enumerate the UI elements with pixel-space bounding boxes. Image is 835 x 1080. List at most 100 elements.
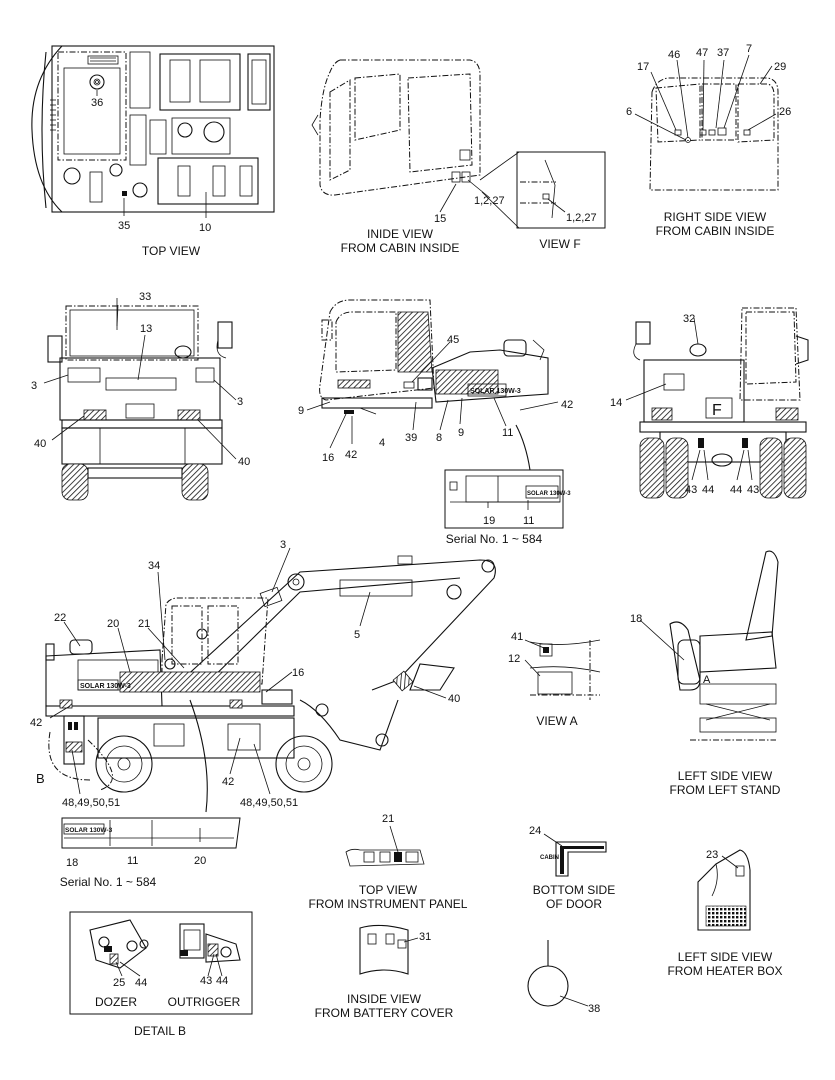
callout-43-outrigger: 44 bbox=[216, 975, 228, 987]
callout-3-main: 3 bbox=[280, 539, 286, 551]
callout-24: 21 bbox=[382, 813, 394, 825]
callout-6: 6 bbox=[626, 106, 632, 118]
callout-1-2-27-a: 1,2,27 bbox=[474, 195, 505, 207]
rear-view-letter-f: F bbox=[712, 402, 722, 419]
caption-view-a: VIEW A bbox=[536, 714, 577, 728]
callout-9-side-left: 9 bbox=[298, 405, 304, 417]
callout-43-dozer: 44 bbox=[135, 977, 147, 989]
callout-37: 37 bbox=[717, 47, 729, 59]
callout-20-serial-2: 11 bbox=[127, 855, 138, 867]
callout-47: 47 bbox=[696, 47, 708, 59]
door-bottom-drawing: CABIN bbox=[540, 833, 607, 877]
callout-4: 4 bbox=[379, 437, 385, 449]
caption-from-battery-cover: FROM BATTERY COVER bbox=[315, 1006, 454, 1020]
caption-detail-b: DETAIL B bbox=[134, 1024, 186, 1038]
callout-3-front-right: 3 bbox=[237, 396, 243, 408]
callout-46: 46 bbox=[668, 49, 680, 61]
callout-15: 15 bbox=[434, 213, 446, 225]
seat-view-letter-a: A bbox=[703, 674, 711, 686]
view-letter-b: B bbox=[36, 771, 45, 786]
caption-right-side-view: RIGHT SIDE VIEW bbox=[664, 210, 767, 224]
callout-11-side: 11 bbox=[502, 427, 513, 439]
callout-31: 23 bbox=[706, 849, 718, 861]
radiator-grille bbox=[87, 55, 119, 65]
callout-23: 24 bbox=[529, 825, 541, 837]
callout-25: 38 bbox=[588, 1003, 600, 1015]
side-grille-marks bbox=[50, 99, 56, 131]
callout-3-front-left: 3 bbox=[31, 380, 37, 392]
callout-19: 19 bbox=[483, 515, 495, 527]
model-badge-detail-2: SOLAR 130W-3 bbox=[65, 827, 113, 834]
caption-top-view: TOP VIEW bbox=[142, 244, 201, 258]
caption-serial-1: Serial No. 1 ~ 584 bbox=[446, 532, 543, 546]
caption-serial-2: Serial No. 1 ~ 584 bbox=[60, 875, 157, 889]
cabin-label: CABIN bbox=[540, 855, 559, 861]
callout-35: 35 bbox=[118, 220, 130, 232]
caption-inside-view: INSIDE VIEW bbox=[347, 992, 422, 1006]
callout-45: 45 bbox=[447, 334, 459, 346]
callout-17: 17 bbox=[637, 61, 649, 73]
caption-view-f: VIEW F bbox=[539, 237, 580, 251]
callout-21-main: 21 bbox=[138, 618, 150, 630]
callout-12: 12 bbox=[508, 653, 520, 665]
callout-13: 13 bbox=[140, 323, 152, 335]
caption-inide-view: INIDE VIEW bbox=[367, 227, 434, 241]
caption-heater-left-side: LEFT SIDE VIEW bbox=[678, 950, 773, 964]
callout-41: 41 bbox=[511, 631, 523, 643]
right-side-view-drawing bbox=[634, 54, 779, 191]
callout-48-51-right: 48,49,50,51 bbox=[240, 797, 298, 809]
callout-32: 32 bbox=[683, 313, 695, 325]
callout-42-main-left: 42 bbox=[30, 717, 42, 729]
callout-22: 22 bbox=[54, 612, 66, 624]
callout-42-main-right: 42 bbox=[222, 776, 234, 788]
callout-5: 5 bbox=[354, 629, 360, 641]
view-a-drawing bbox=[524, 639, 601, 700]
serial-detail-2-drawing: SOLAR 130W-3 bbox=[61, 817, 241, 849]
callout-38: 31 bbox=[419, 931, 431, 943]
callout-10: 10 bbox=[199, 222, 211, 234]
callout-1-2-27-b: 1,2,27 bbox=[566, 212, 597, 224]
seat-drawing: A bbox=[639, 550, 779, 741]
detail-b-drawing bbox=[69, 911, 253, 1015]
caption-left-side-from-stand: FROM LEFT STAND bbox=[670, 783, 781, 797]
callout-14: 14 bbox=[610, 397, 622, 409]
callout-44-rear-left: 44 bbox=[702, 484, 714, 496]
callout-44-rear-right: 44 bbox=[730, 484, 742, 496]
callout-18: 18 bbox=[630, 613, 642, 625]
inide-view-drawing bbox=[311, 59, 491, 213]
serial-detail-1-drawing: SOLAR 130W-3 bbox=[444, 469, 571, 529]
caption-from-cabin-inside: FROM CABIN INSIDE bbox=[341, 241, 460, 255]
callout-44-outrigger: 43 bbox=[200, 975, 212, 987]
callout-11-serial-2: 18 bbox=[66, 857, 78, 869]
callout-40-front-right: 40 bbox=[238, 456, 250, 468]
top-view-drawing bbox=[31, 45, 275, 218]
callout-11-serial-1: 11 bbox=[523, 515, 534, 527]
instrument-panel-drawing bbox=[345, 825, 425, 867]
callout-40-main: 40 bbox=[448, 693, 460, 705]
heater-box-drawing bbox=[697, 849, 751, 931]
caption-dozer: DOZER bbox=[95, 995, 137, 1009]
callout-42-side-left: 42 bbox=[345, 449, 357, 461]
callout-42-side-right: 42 bbox=[561, 399, 573, 411]
callout-7: 7 bbox=[746, 43, 752, 55]
battery-cover-drawing bbox=[359, 924, 419, 975]
front-view-drawing bbox=[43, 298, 237, 501]
caption-bottom-side: BOTTOM SIDE bbox=[533, 883, 615, 897]
caption-left-side-view: LEFT SIDE VIEW bbox=[678, 769, 773, 783]
rear-view-drawing: F bbox=[625, 307, 809, 499]
view-f-drawing bbox=[479, 151, 606, 229]
caption-of-door: OF DOOR bbox=[546, 897, 602, 911]
callout-26: 26 bbox=[779, 106, 791, 118]
callout-43-rear-left: 43 bbox=[685, 484, 697, 496]
caption-right-side-from-cabin: FROM CABIN INSIDE bbox=[656, 224, 775, 238]
callout-36: 36 bbox=[91, 97, 103, 109]
callout-48-51-left: 48,49,50,51 bbox=[62, 797, 120, 809]
item-25-drawing bbox=[527, 940, 589, 1007]
side-view-drawing: SOLAR 130W-3 bbox=[306, 299, 559, 471]
callout-21-serial-2: 20 bbox=[194, 855, 206, 867]
callout-16-side: 16 bbox=[322, 452, 334, 464]
callout-20-main: 20 bbox=[107, 618, 119, 630]
model-badge-main: SOLAR 130W-3 bbox=[80, 683, 131, 690]
model-badge-detail-1: SOLAR 130W-3 bbox=[527, 491, 571, 497]
